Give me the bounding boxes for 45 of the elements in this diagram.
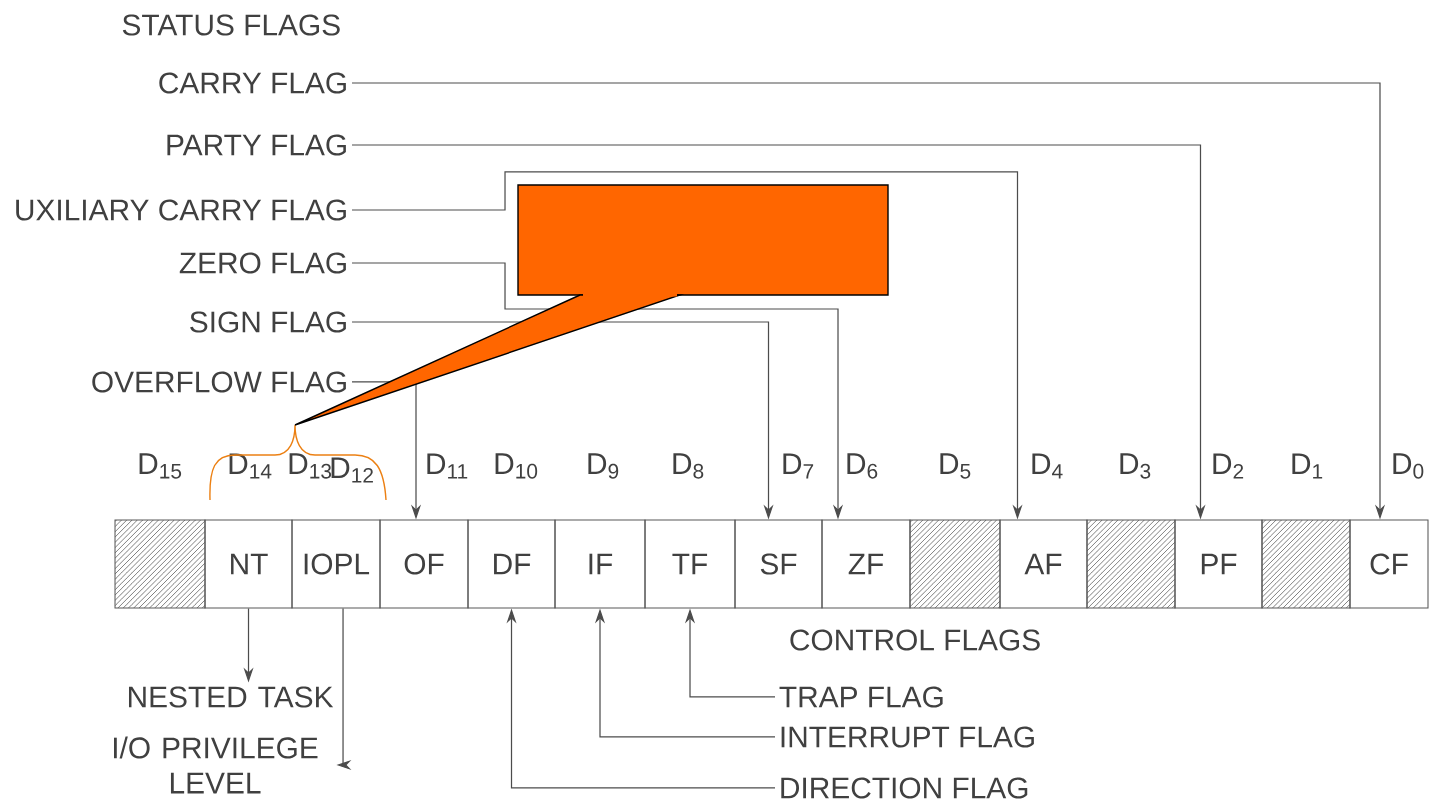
hatched-cell <box>1261 519 1351 609</box>
register-cell: IF <box>554 519 646 609</box>
flag-label: DIRECTION FLAG <box>781 777 1028 799</box>
register-cell: IOPL <box>291 519 381 609</box>
hatched-cell <box>909 519 1001 609</box>
flag-label: TRAP FLAG <box>779 686 943 708</box>
bit-label: D$_{8}$ <box>673 453 704 479</box>
bit-label: D$_{4}$ <box>1032 453 1063 479</box>
flag-label: NESTED TASK <box>129 686 334 708</box>
flag-label: UXILIARY CARRY FLAG <box>16 199 346 221</box>
bit-label: D$_{6}$ <box>847 453 878 479</box>
bit-label: D$_{13}$ <box>289 453 332 479</box>
bit-label: D$_{2}$ <box>1213 453 1244 479</box>
flag-label: I/O PRIVILEGE LEVEL <box>114 736 318 794</box>
bit-label: D$_{9}$ <box>588 453 619 479</box>
flag-label: OVERFLOW FLAG <box>92 371 346 393</box>
bit-label: D$_{12}$ <box>331 457 373 483</box>
bit-label: D$_{3}$ <box>1120 453 1151 479</box>
flag-label: PARTY FLAG <box>167 134 346 156</box>
bit-label: D$_{5}$ <box>940 453 971 479</box>
register-cell: SF <box>734 519 823 609</box>
register-cell: CF <box>1349 519 1429 609</box>
register-cell: ZF <box>821 519 911 609</box>
hatched-cell <box>114 519 206 609</box>
flag-label: SIGN FLAG <box>190 311 346 333</box>
bit-label: D$_{7}$ <box>783 453 814 479</box>
bit-label: D$_{15}$ <box>139 453 182 479</box>
register-cell: PF <box>1174 519 1263 609</box>
bit-label: D$_{11}$ <box>427 453 468 479</box>
group-label: CONTROL FLAGS <box>790 629 1040 651</box>
register-cell: AF <box>999 519 1088 609</box>
bit-label: D$_{10}$ <box>495 453 538 479</box>
bit-label: D$_{1}$ <box>1292 453 1323 479</box>
flag-label: CARRY FLAG <box>159 72 346 94</box>
register-cell: DF <box>467 519 556 609</box>
callout-box <box>517 184 889 296</box>
flag-label: INTERRUPT FLAG <box>781 726 1034 748</box>
group-label: STATUS FLAGS <box>122 14 340 36</box>
register-cell: NT <box>204 519 293 609</box>
bit-label: D$_{14}$ <box>229 453 272 479</box>
flag-label: ZERO FLAG <box>179 252 346 274</box>
bit-label: D$_{0}$ <box>1393 453 1424 479</box>
hatched-cell <box>1086 519 1176 609</box>
register-cell: TF <box>644 519 736 609</box>
register-cell: OF <box>379 519 469 609</box>
